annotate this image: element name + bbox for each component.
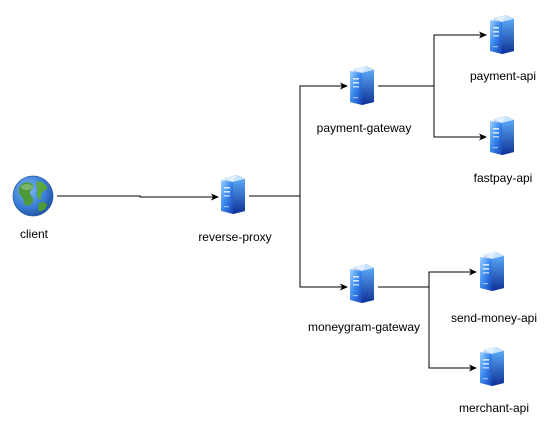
payment-api-label: payment-api — [470, 69, 536, 83]
moneygram-gateway-label: moneygram-gateway — [308, 320, 420, 334]
server-icon — [490, 15, 514, 54]
server-icon — [350, 264, 374, 303]
reverse-proxy-node[interactable]: reverse-proxy — [198, 175, 272, 244]
edge-payment-gateway-fastpay-api — [433, 86, 487, 141]
payment-gateway-node[interactable]: payment-gateway — [317, 66, 412, 135]
server-icon — [221, 175, 245, 214]
fastpay-api-label: fastpay-api — [474, 171, 533, 185]
reverse-proxy-label: reverse-proxy — [198, 230, 271, 244]
edge-reverse-proxy-moneygram-gateway — [299, 196, 348, 291]
edges — [57, 31, 487, 372]
server-icon — [480, 252, 504, 291]
merchant-api-label: merchant-api — [459, 401, 529, 415]
globe-icon — [12, 175, 54, 217]
edge-moneygram-gateway-merchant-api — [428, 287, 477, 372]
merchant-api-node[interactable]: merchant-api — [459, 347, 529, 415]
edge-payment-gateway-payment-api — [378, 31, 487, 87]
moneygram-gateway-node[interactable]: moneygram-gateway — [308, 264, 420, 334]
send-money-api-node[interactable]: send-money-api — [451, 252, 537, 325]
server-icon — [350, 66, 374, 105]
client-node[interactable]: client — [12, 175, 54, 241]
payment-gateway-label: payment-gateway — [317, 121, 412, 135]
server-icon — [480, 347, 504, 386]
edge-client-reverse-proxy — [57, 193, 219, 201]
send-money-api-label: send-money-api — [451, 311, 537, 325]
edge-moneygram-gateway-send-money-api — [378, 268, 477, 288]
client-label: client — [20, 227, 49, 241]
server-icon — [490, 116, 514, 155]
edge-reverse-proxy-payment-gateway — [249, 82, 348, 197]
payment-api-node[interactable]: payment-api — [470, 15, 536, 83]
fastpay-api-node[interactable]: fastpay-api — [474, 116, 533, 185]
